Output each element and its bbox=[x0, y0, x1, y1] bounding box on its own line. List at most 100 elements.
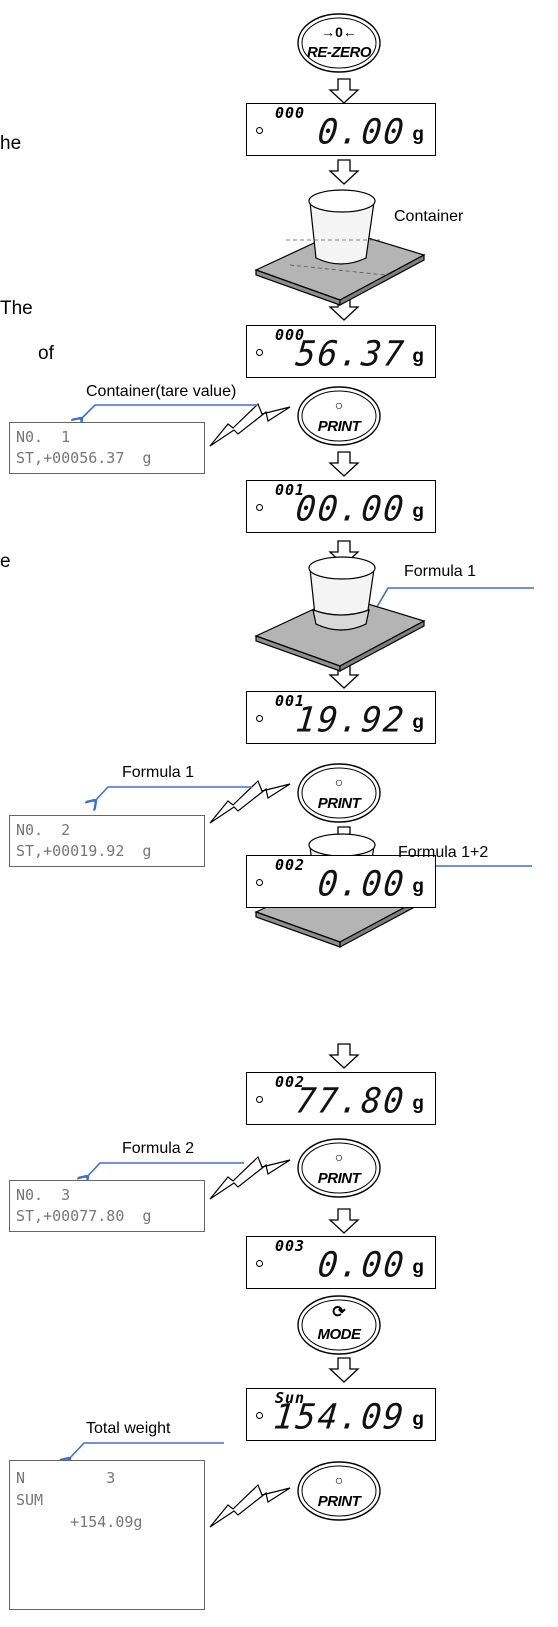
print-key-4[interactable]: ○ PRINT bbox=[296, 1460, 382, 1522]
key-label: RE-ZERO bbox=[307, 44, 372, 61]
print-transmit-arrow-icon bbox=[209, 779, 291, 824]
circle-icon: ○ bbox=[334, 1149, 344, 1165]
weight-value: 00.00 bbox=[293, 488, 408, 529]
stable-indicator-icon bbox=[256, 715, 263, 722]
stable-indicator-icon bbox=[256, 504, 263, 511]
stable-indicator-icon bbox=[256, 1260, 263, 1267]
balance-display-5: 002 0.00 g bbox=[246, 855, 436, 908]
printout-line: +154.09g bbox=[16, 1513, 143, 1531]
weight-value: 19.92 bbox=[293, 699, 408, 740]
down-arrow-icon bbox=[328, 1043, 360, 1069]
rotate-icon: ⟳ bbox=[332, 1304, 346, 1321]
formula1-left-label: Formula 1 bbox=[122, 764, 195, 781]
print-key-3[interactable]: ○ PRINT bbox=[296, 1137, 382, 1199]
leader-line-formula1 bbox=[373, 587, 534, 613]
printout-line: ST,+00019.92 g bbox=[16, 842, 152, 860]
data-number: 002 bbox=[275, 1073, 306, 1091]
down-arrow-icon bbox=[328, 451, 360, 477]
print-key-2[interactable]: ○ PRINT bbox=[296, 762, 382, 824]
key-label: PRINT bbox=[317, 1170, 361, 1187]
unit: g bbox=[412, 1409, 424, 1430]
data-number: 001 bbox=[275, 481, 306, 499]
circle-icon: ○ bbox=[334, 397, 344, 413]
stable-indicator-icon bbox=[256, 349, 263, 356]
unit: g bbox=[412, 124, 424, 145]
stable-indicator-icon bbox=[256, 127, 263, 134]
print-transmit-arrow-icon bbox=[209, 402, 291, 447]
mode-key[interactable]: ⟳ MODE bbox=[296, 1294, 382, 1356]
printout-line: ST,+00056.37 g bbox=[16, 449, 152, 467]
formula2-label: Formula 2 bbox=[122, 1140, 195, 1157]
weight-value: 0.00 bbox=[315, 863, 408, 904]
balance-display-1: 000 0.00 g bbox=[246, 103, 436, 156]
total-weight-label: Total weight bbox=[86, 1420, 171, 1437]
container-tare-label: Container(tare value) bbox=[86, 383, 237, 400]
weight-value: 56.37 bbox=[293, 333, 408, 374]
printout-line: N0. 1 bbox=[16, 428, 71, 446]
unit: g bbox=[412, 1257, 424, 1278]
printout-line: N0. 3 bbox=[16, 1186, 71, 1204]
print-key-1[interactable]: ○ PRINT bbox=[296, 385, 382, 447]
circle-icon: ○ bbox=[334, 774, 344, 790]
down-arrow-icon bbox=[328, 1208, 360, 1234]
scale-platform-1 bbox=[254, 189, 426, 307]
data-number: 000 bbox=[275, 104, 306, 122]
printout-3: N0. 3 ST,+00077.80 g bbox=[9, 1180, 205, 1232]
unit: g bbox=[412, 346, 424, 367]
transmission-arrows bbox=[209, 402, 291, 1528]
printout-1: N0. 1 ST,+00056.37 g bbox=[9, 422, 205, 474]
printout-4: N 3 SUM +154.09g bbox=[9, 1460, 205, 1610]
balance-display-3: 001 00.00 g bbox=[246, 480, 436, 533]
down-arrow-icon bbox=[328, 1357, 360, 1383]
formula1-label: Formula 1 bbox=[404, 563, 477, 580]
left-text-fragment-2: The bbox=[0, 298, 33, 319]
key-label: PRINT bbox=[317, 1493, 361, 1510]
balance-display-8: Sun 154.09 g bbox=[246, 1388, 436, 1441]
leader-line-container-tare bbox=[80, 404, 258, 420]
printout-2: N0. 2 ST,+00019.92 g bbox=[9, 815, 205, 867]
data-number: 000 bbox=[275, 326, 306, 344]
data-number: Sun bbox=[275, 1389, 306, 1407]
print-transmit-arrow-icon bbox=[209, 1483, 291, 1528]
data-number: 001 bbox=[275, 692, 306, 710]
zero-arrows-icon: →0← bbox=[321, 24, 357, 40]
printout-line: ST,+00077.80 g bbox=[16, 1207, 152, 1225]
stable-indicator-icon bbox=[256, 1412, 263, 1419]
circle-icon: ○ bbox=[334, 1472, 344, 1488]
print-transmit-arrow-icon bbox=[209, 1155, 291, 1200]
left-text-fragment-1: he bbox=[0, 133, 22, 154]
balance-display-7: 003 0.00 g bbox=[246, 1236, 436, 1289]
printout-line: SUM bbox=[16, 1491, 44, 1509]
left-text-fragment-4: e bbox=[0, 551, 11, 572]
data-number: 002 bbox=[275, 856, 306, 874]
balance-display-2: 000 56.37 g bbox=[246, 325, 436, 378]
down-arrow-icon bbox=[328, 159, 360, 185]
unit: g bbox=[412, 1093, 424, 1114]
leader-line-formula2 bbox=[86, 1162, 244, 1178]
container-label: Container bbox=[394, 208, 464, 225]
formula12-label: Formula 1+2 bbox=[398, 844, 489, 861]
printout-line: N 3 bbox=[16, 1469, 116, 1487]
data-number: 003 bbox=[275, 1237, 306, 1255]
leader-line-formula1-left bbox=[94, 786, 252, 802]
key-label: PRINT bbox=[317, 418, 361, 435]
weight-value: 0.00 bbox=[315, 1244, 408, 1285]
leader-line-total-weight bbox=[68, 1442, 224, 1460]
key-label: PRINT bbox=[317, 795, 361, 812]
weight-value: 0.00 bbox=[315, 111, 408, 152]
balance-display-6: 002 77.80 g bbox=[246, 1072, 436, 1125]
weight-value: 77.80 bbox=[293, 1080, 408, 1121]
printout-line: N0. 2 bbox=[16, 821, 71, 839]
stable-indicator-icon bbox=[256, 879, 263, 886]
scale-platform-2 bbox=[254, 556, 426, 673]
unit: g bbox=[412, 712, 424, 733]
balance-display-4: 001 19.92 g bbox=[246, 691, 436, 744]
key-label: MODE bbox=[317, 1326, 362, 1343]
left-text-fragment-3: of bbox=[38, 343, 54, 364]
weight-value: 154.09 bbox=[271, 1396, 408, 1437]
unit: g bbox=[412, 876, 424, 897]
rezero-key[interactable]: →0← RE-ZERO bbox=[296, 12, 382, 74]
down-arrow-icon bbox=[328, 78, 360, 104]
unit: g bbox=[412, 501, 424, 522]
